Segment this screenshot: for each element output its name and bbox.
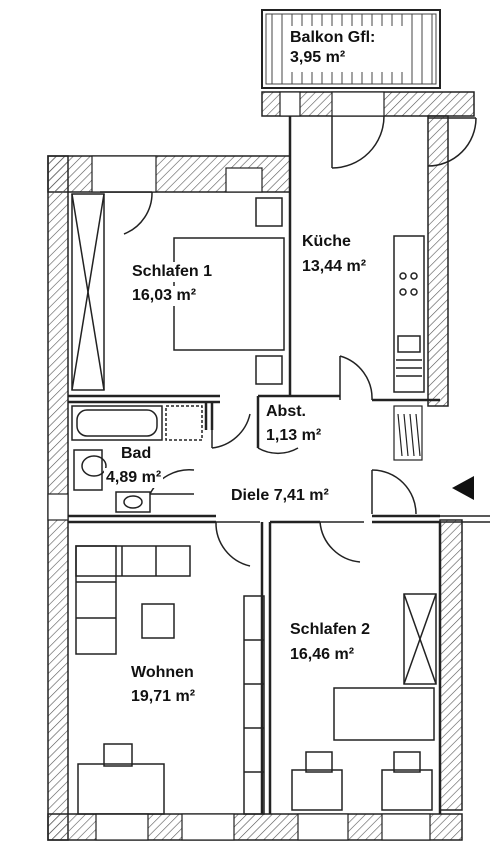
bathroom-fixtures xyxy=(71,405,203,513)
diele-label: Diele 7,41 m² xyxy=(229,486,331,506)
diele-name: Diele xyxy=(231,487,270,504)
bad-area: 4,89 m² xyxy=(104,468,164,488)
wohnen-name: Wohnen xyxy=(129,663,196,683)
kueche-name: Küche xyxy=(302,233,351,250)
schlafen1-area: 16,03 m² xyxy=(130,286,199,306)
schlafen-2-furniture xyxy=(291,593,437,811)
balkon-area: 3,95 m² xyxy=(288,48,348,68)
abst-area: 1,13 m² xyxy=(266,427,322,444)
kitchen-counter xyxy=(393,235,425,393)
entrance-triangle-icon xyxy=(452,476,474,500)
abst-shelves xyxy=(393,405,423,461)
bad-name: Bad xyxy=(119,444,154,464)
schlafen2-name: Schlafen 2 xyxy=(288,620,373,640)
schlafen1-name: Schlafen 1 xyxy=(130,262,215,282)
diele-area: 7,41 m² xyxy=(273,487,329,504)
abst-name: Abst. xyxy=(266,403,306,420)
schlafen2-area: 16,46 m² xyxy=(288,645,357,665)
doors xyxy=(100,115,490,567)
interior-walls xyxy=(68,116,442,814)
wardrobe-schlafen-1 xyxy=(71,193,105,391)
balkon-name: Balkon Gfl: xyxy=(288,28,378,48)
windows xyxy=(47,91,431,841)
living-furniture xyxy=(75,545,265,815)
wohnen-area: 19,71 m² xyxy=(129,687,198,707)
kueche-area: 13,44 m² xyxy=(302,258,367,275)
